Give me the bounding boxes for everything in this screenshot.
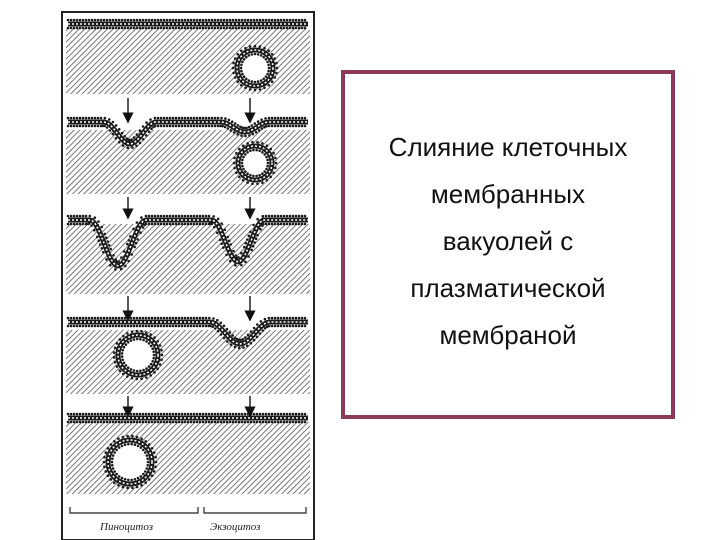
cytoplasm-band-5 [66, 422, 310, 494]
cytoplasm-bands [66, 28, 310, 494]
label-pinocytosis: Пиноцитоз [99, 521, 153, 533]
vesicle-stage-1 [231, 44, 279, 92]
vesicle-stage-5 [102, 434, 158, 490]
label-exocytosis: Экзоцитоз [210, 521, 260, 533]
left-bracket [69, 507, 199, 514]
membrane-stage-3 [66, 214, 308, 271]
membrane-stage-5 [66, 412, 308, 424]
right-bracket [203, 507, 307, 514]
membrane-stage-4 [66, 316, 308, 350]
bottom-labels: Пиноцитоз Экзоцитоз [69, 507, 307, 533]
vesicle-stage-2 [232, 140, 278, 186]
vesicles [102, 44, 279, 490]
caption-text: Слияние клеточных мембранных вакуолей с … [388, 132, 628, 350]
vesicle-stage-4 [112, 329, 164, 381]
figure-frame [61, 11, 315, 540]
membrane-stage-2 [66, 116, 308, 149]
caption-box: Слияние клеточных мембранных вакуолей с … [341, 70, 675, 419]
membranes [66, 18, 308, 424]
cytoplasm-band-4 [66, 330, 310, 394]
arrows [122, 98, 256, 418]
membrane-stage-1 [66, 18, 308, 30]
